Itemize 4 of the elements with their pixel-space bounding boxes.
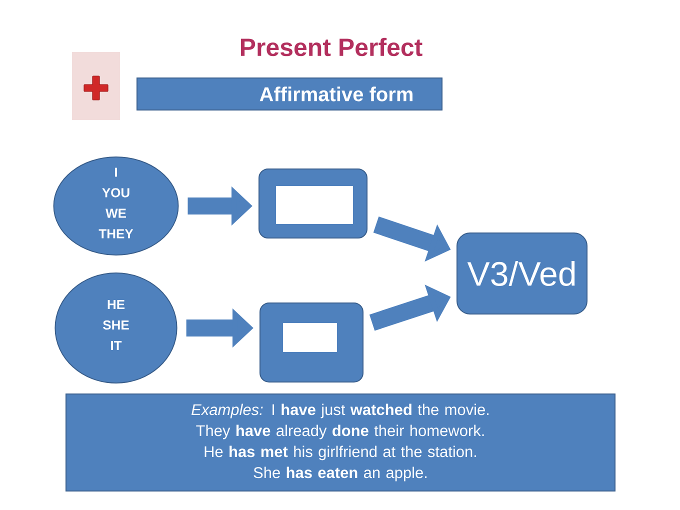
heading-banner: Affirmative form	[136, 78, 442, 110]
title: Present Perfect	[240, 38, 422, 56]
verb-form-box: V3/Ved	[456, 232, 588, 314]
examples-box: Examples: I have just watched the movie. They have already done their homework. He has met his girlfriend at the station. She has eaten an apple.	[66, 394, 616, 492]
